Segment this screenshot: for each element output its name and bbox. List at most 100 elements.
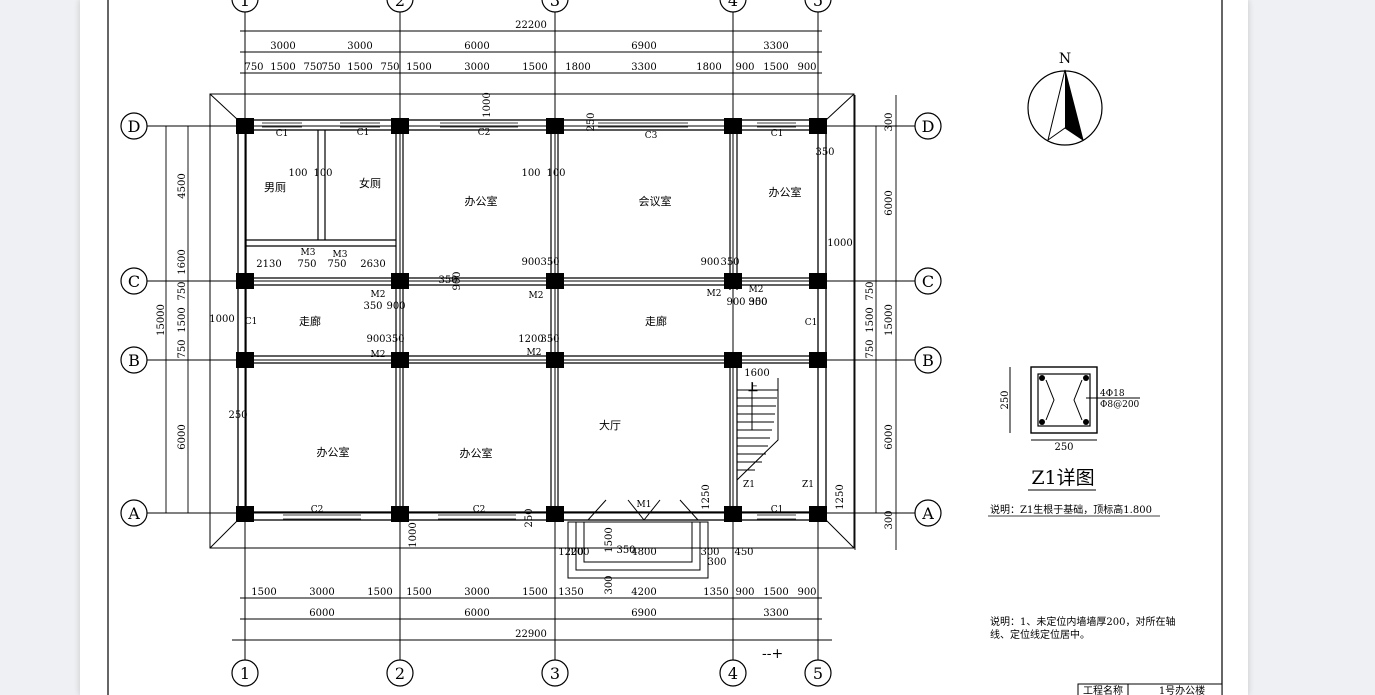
dim-bot-r1-3: 1500: [406, 587, 431, 598]
misc-dim-31: 300: [700, 547, 719, 558]
dim-top-r1-1: 3000: [347, 41, 372, 52]
z1-rebar1: 4Φ18: [1100, 389, 1125, 399]
misc-dim-8: 750: [327, 259, 346, 270]
dim-bot-r2-2: 6900: [631, 608, 656, 619]
right-dimensions: 6000 6000 1500 750 750 300 300 15000 350…: [701, 112, 895, 529]
misc-dim-7: 750: [297, 259, 316, 270]
window-label-8: C2: [473, 505, 486, 515]
dim-bot-r2-0: 6000: [309, 608, 334, 619]
general-notes: 说明：1、未定位内墙墙厚200，对所在轴 线、定位线定位居中。: [990, 615, 1175, 641]
dim-right-inner-2: 1500: [865, 307, 876, 332]
misc-dim-24: 250: [228, 410, 247, 421]
misc-dim-16: 1200: [518, 334, 543, 345]
note-line-2: 线、定位线定位居中。: [990, 628, 1090, 641]
axis-label-top-1: 1: [240, 0, 250, 10]
dim-left-inner-3: 750: [177, 339, 188, 358]
dim-top-r2-9: 1800: [565, 62, 590, 73]
dim-right-extra-2: 1250: [701, 484, 712, 509]
dim-left-inner-2: 1500: [177, 307, 188, 332]
dim-bot-r1-6: 1350: [558, 587, 583, 598]
misc-dim-29: 300: [604, 575, 615, 594]
axis-label-left-b: B: [128, 351, 140, 370]
misc-dim-1: 250: [586, 112, 597, 131]
north-arrow: N: [1027, 51, 1103, 146]
title-block-value: 1号办公楼: [1159, 684, 1205, 695]
misc-dim-28: 4800: [631, 547, 656, 558]
dim-top-r2-2: 750: [303, 62, 322, 73]
axis-bubble-top-2: [386, 0, 414, 13]
dim-right-2: 6000: [884, 424, 895, 449]
exterior-walls: [237, 119, 827, 521]
axis-label-top-3: 3: [550, 0, 560, 10]
misc-dim-5: 100: [546, 168, 565, 179]
dim-left-extra: 1000: [209, 314, 234, 325]
axis-label-right-a: A: [921, 504, 934, 523]
north-label: N: [1059, 51, 1071, 67]
dim-top-r2-7: 3000: [464, 62, 489, 73]
axis-bubble-left-b: [120, 346, 148, 374]
door-label-8: M1: [637, 500, 652, 510]
misc-dim-4: 100: [521, 168, 540, 179]
window-label-4: C1: [771, 129, 784, 139]
axis-bubble-right-d: [914, 112, 942, 140]
misc-dim-14: 900: [366, 334, 385, 345]
z1-dim-w: 250: [1054, 442, 1073, 453]
misc-dim-33: 1600: [744, 368, 769, 379]
dim-top-r2-14: 900: [797, 62, 816, 73]
dim-left-0: 4500: [177, 173, 188, 198]
axis-label-bottom-3: 3: [550, 664, 560, 683]
axis-bubble-bottom-4: [719, 659, 747, 687]
dim-right-extra-0: 350: [815, 147, 834, 158]
dimension-lines: [165, 30, 897, 641]
z1-detail: 4Φ18 Φ8@200 250 250 Z1详图 说明：Z1生根于基础，顶标高1…: [988, 366, 1160, 517]
door-label-3: M2: [529, 291, 544, 301]
misc-dim-25: 250: [524, 508, 535, 527]
axis-bubble-right-b: [914, 346, 942, 374]
axis-bubbles: [120, 0, 942, 687]
axis-label-top-4: 4: [728, 0, 738, 10]
stair-up-label: 上: [748, 382, 758, 394]
top-dimensions: 22200 3000 3000 6000 6900 3300 750 1500 …: [244, 20, 816, 73]
column-label-z1-b: Z1: [802, 480, 814, 490]
misc-dim-17: 350: [540, 334, 559, 345]
misc-dim-36: 350: [616, 545, 635, 556]
axis-label-right-d: D: [922, 117, 935, 136]
dim-top-r2-11: 1800: [696, 62, 721, 73]
dim-right-overall: 15000: [884, 304, 895, 336]
axis-bubble-right-c: [914, 267, 942, 295]
dim-bot-r2-3: 3300: [763, 608, 788, 619]
column-label-z1-a: Z1: [743, 480, 755, 490]
drawing-page: [80, 0, 1248, 695]
axis-label-left-c: C: [128, 272, 140, 291]
window-label-0: C1: [276, 129, 289, 139]
dim-bot-r1-4: 3000: [464, 587, 489, 598]
misc-dim-23: 350: [438, 275, 457, 286]
axis-bubble-bottom-5: [804, 659, 832, 687]
misc-dim-12: 900: [700, 257, 719, 268]
room-office-3: 办公室: [317, 445, 350, 459]
window-label-3: C3: [645, 131, 658, 141]
dim-top-r2-1: 1500: [270, 62, 295, 73]
dim-top-r2-5: 750: [380, 62, 399, 73]
room-female-toilet: 女厕: [359, 176, 381, 190]
interior-walls: [246, 130, 818, 512]
dim-top-r1-4: 3300: [763, 41, 788, 52]
misc-dim-13: 350: [720, 257, 739, 268]
door-label-5: M2: [749, 285, 764, 295]
dim-bot-r1-2: 1500: [367, 587, 392, 598]
axis-bubble-top-4: [719, 0, 747, 13]
misc-dim-18: 350: [363, 301, 382, 312]
dim-top-overall: 22200: [515, 20, 547, 31]
dim-left-inner-1: 750: [177, 281, 188, 300]
axis-labels: 1 2 3 4 5 1 2 3 4 5 D C B A D C B A: [127, 0, 934, 683]
axis-label-bottom-4: 4: [728, 664, 738, 683]
window-label-6: C1: [805, 318, 818, 328]
dim-top-r2-10: 3300: [631, 62, 656, 73]
room-labels: 男厕 女厕 办公室 会议室 办公室 走廊 走廊 办公室 办公室 大厅: [264, 176, 802, 460]
slab-outline: [209, 93, 855, 549]
dim-bot-r1-0: 1500: [251, 587, 276, 598]
misc-dim-26: 1000: [408, 522, 419, 547]
axis-bubble-left-c: [120, 267, 148, 295]
